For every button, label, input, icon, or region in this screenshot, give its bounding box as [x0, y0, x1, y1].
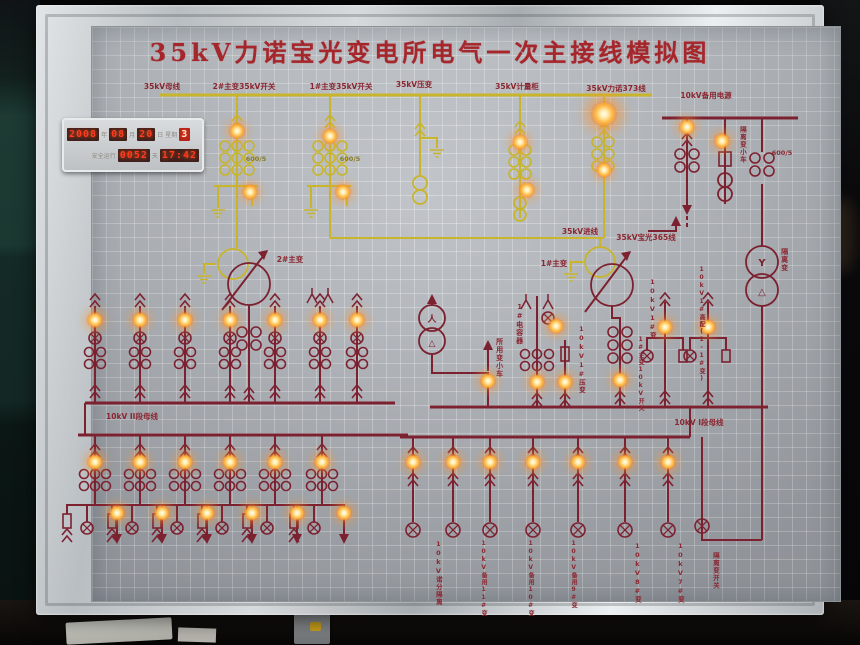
- schematic-label: 35kV宝光365线: [616, 233, 676, 242]
- schematic-label: 10kV1#高配(1-1#变): [698, 266, 706, 383]
- indicator-lamp: [548, 318, 564, 334]
- indicator-lamp: [482, 454, 498, 470]
- schematic-label: 10kV8#变: [633, 542, 642, 604]
- indicator-lamp: [617, 454, 633, 470]
- indicator-lamp: [529, 374, 545, 390]
- indicator-lamp: [312, 312, 328, 328]
- indicator-lamp: [154, 505, 170, 521]
- indicator-lamp: [714, 133, 730, 149]
- indicator-lamp: [679, 119, 695, 135]
- schematic-label: 35kV力诺373线: [586, 84, 646, 93]
- schematic-label: 1#电容器: [515, 303, 524, 345]
- indicator-lamp: [242, 184, 258, 200]
- schematic-label: 1#主变: [540, 259, 568, 268]
- indicator-lamp: [336, 505, 352, 521]
- indicator-lamp: [519, 182, 535, 198]
- indicator-lamp: [700, 319, 716, 335]
- indicator-lamp: [229, 123, 245, 139]
- indicator-lamp: [222, 312, 238, 328]
- schematic-label: 10kV诺分隔离: [434, 540, 443, 606]
- clock-run-days: 0052: [117, 148, 150, 162]
- schematic-label: 隔离变: [780, 248, 789, 272]
- indicator-lamp: [480, 373, 496, 389]
- indicator-lamp: [570, 454, 586, 470]
- schematic-label: 10kV I段母线: [674, 418, 724, 427]
- indicator-lamp: [132, 454, 148, 470]
- schematic-label: 2#主变: [276, 255, 304, 264]
- clock-month-unit: 月: [129, 132, 136, 140]
- schematic-label: 1#主变35kV开关: [309, 82, 373, 91]
- schematic-label: 10kV备用电源: [680, 91, 732, 100]
- schematic-label: 600/5: [245, 155, 267, 163]
- board-title: 35kV力诺宝光变电所电气一次主接线模拟图: [149, 38, 711, 67]
- clock-run-label: 安全运行: [91, 152, 116, 160]
- floor-paper: [177, 627, 217, 643]
- schematic-label: 35kV压变: [395, 80, 433, 89]
- schematic-label: 10kV备用11#变: [480, 540, 488, 617]
- indicator-lamp: [591, 101, 617, 127]
- indicator-lamp: [557, 374, 573, 390]
- schematic-label: 10kV1#变: [648, 278, 657, 340]
- clock-day: 20: [137, 128, 156, 142]
- clock-week: 3: [179, 128, 191, 142]
- clock-time: 17:42: [159, 148, 199, 162]
- indicator-lamp: [177, 312, 193, 328]
- indicator-lamp: [199, 505, 215, 521]
- indicator-lamp: [660, 454, 676, 470]
- indicator-lamp: [87, 454, 103, 470]
- clock-week-unit: 星期: [165, 132, 178, 140]
- schematic-label: 2#主变35kV开关: [212, 82, 276, 91]
- indicator-lamp: [349, 312, 365, 328]
- indicator-lamp: [596, 162, 612, 178]
- clock-days-unit: 天: [151, 152, 158, 160]
- clock-day-unit: 日: [157, 132, 164, 140]
- indicator-lamp: [132, 312, 148, 328]
- schematic-label: 35kV母线: [143, 82, 181, 91]
- indicator-lamp: [525, 454, 541, 470]
- schematic-label: 35kV计量柜: [495, 82, 539, 91]
- schematic-label: 10kV7#变: [676, 542, 685, 604]
- indicator-lamp: [87, 312, 103, 328]
- indicator-lamp: [322, 128, 338, 144]
- schematic-label: 隔离变小车: [738, 126, 747, 164]
- background-wall-left: [0, 0, 40, 645]
- floor-yellow-cap: [310, 622, 321, 631]
- schematic-label: 35kV进线: [561, 227, 599, 236]
- clock-date-row: 2008 年 08 月 20 日 星期 3: [67, 128, 199, 142]
- schematic-label: 1#主变10kV开关: [637, 336, 645, 412]
- indicator-lamp: [177, 454, 193, 470]
- clock-time-row: 安全运行 0052 天 17:42: [67, 148, 199, 162]
- indicator-lamp: [109, 505, 125, 521]
- schematic-label: 所用变小车: [495, 338, 504, 378]
- indicator-lamp: [267, 454, 283, 470]
- schematic-label: 600/5: [339, 155, 361, 163]
- indicator-lamp: [512, 134, 528, 150]
- indicator-lamp: [612, 372, 628, 388]
- indicator-lamp: [405, 454, 421, 470]
- indicator-lamp: [314, 454, 330, 470]
- clock-year: 2008: [67, 128, 100, 142]
- indicator-lamp: [657, 319, 673, 335]
- schematic-label: 10kV备用9#变: [570, 540, 578, 609]
- indicator-lamp: [445, 454, 461, 470]
- schematic-label: 10kV II段母线: [106, 412, 158, 421]
- clock-year-unit: 年: [101, 132, 108, 140]
- led-clock: 2008 年 08 月 20 日 星期 3 安全运行 0052 天 17:42: [62, 118, 204, 172]
- schematic-label: 600/5: [771, 149, 793, 157]
- schematic-label: 10kV1#压变: [577, 325, 586, 394]
- indicator-lamp: [289, 505, 305, 521]
- indicator-lamp: [244, 505, 260, 521]
- schematic-label: 隔离变开关: [711, 552, 720, 590]
- schematic-label: 10kV备用10#变: [527, 540, 535, 617]
- indicator-lamp: [335, 184, 351, 200]
- clock-month: 08: [109, 128, 128, 142]
- indicator-lamp: [267, 312, 283, 328]
- indicator-lamp: [222, 454, 238, 470]
